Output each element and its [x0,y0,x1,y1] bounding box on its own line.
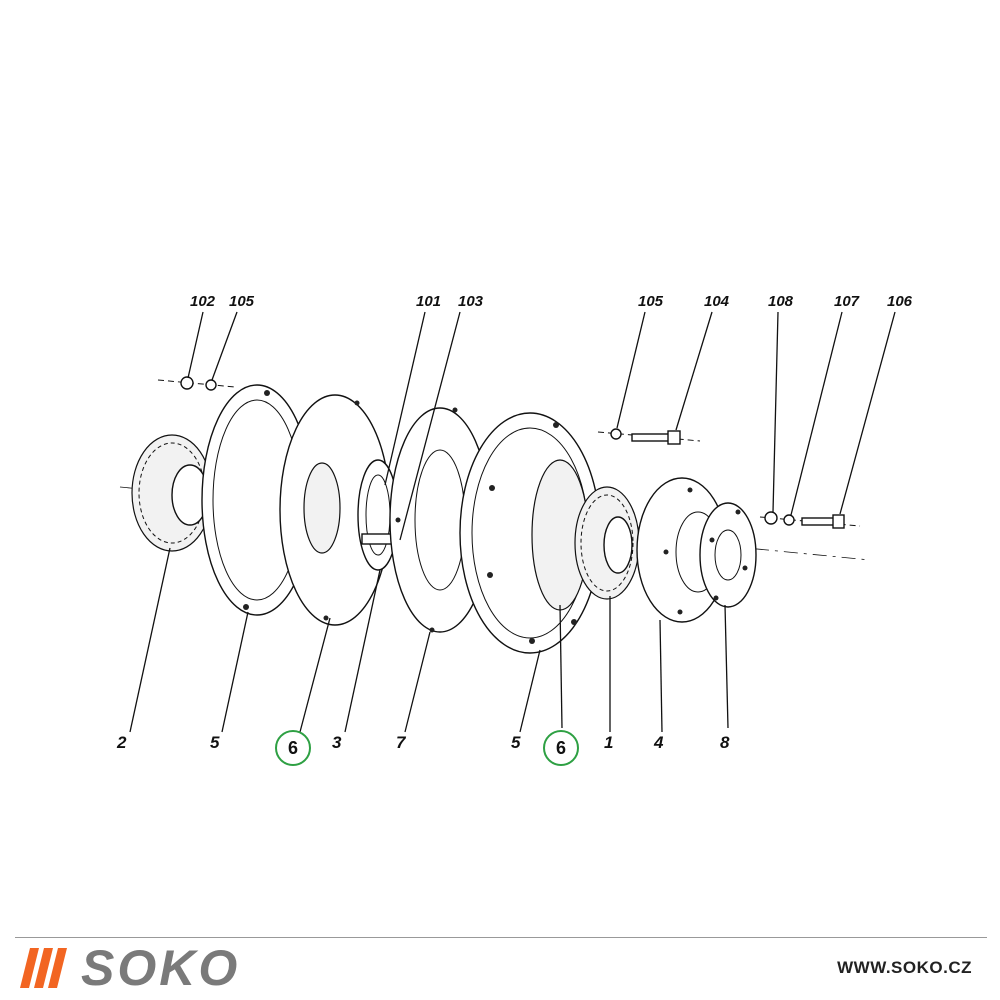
footer-divider [15,937,987,938]
highlight-ring-6-right [543,730,579,766]
callout-101: 101 [416,293,441,310]
leader-lines-top [187,311,896,541]
callout-103: 103 [458,293,484,310]
callout-106: 106 [887,293,913,310]
callout-105-right: 105 [638,293,664,310]
callout-5-right: 5 [511,733,521,752]
callout-6-right: 6 [556,738,566,758]
callout-108: 108 [768,293,794,310]
callout-1: 1 [604,733,613,752]
callout-105-left: 105 [229,293,255,310]
callout-4: 4 [653,733,664,752]
callout-7: 7 [396,733,407,752]
highlight-ring-6-left [275,730,311,766]
leader-lines-bottom [129,547,729,733]
callouts-top: 102 105 101 103 105 104 108 107 106 [190,293,913,310]
soko-logo: SOKO [20,940,241,996]
callout-5-left: 5 [210,733,220,752]
part-6-friction-disc-left [279,394,391,626]
callout-6-left: 6 [288,738,298,758]
callout-3: 3 [332,733,342,752]
part-2-gear [131,434,213,552]
part-8-end-cap [699,502,757,608]
callout-2: 2 [116,733,127,752]
callouts-bottom: 2 5 6 3 7 5 6 1 4 8 [116,730,730,766]
part-1-gear [574,486,640,600]
website-url: WWW.SOKO.CZ [837,958,972,977]
logo-text: SOKO [81,940,241,996]
callout-8: 8 [720,733,730,752]
fasteners [157,376,861,529]
callout-107: 107 [834,293,860,310]
callout-104: 104 [704,293,730,310]
callout-102: 102 [190,293,216,310]
